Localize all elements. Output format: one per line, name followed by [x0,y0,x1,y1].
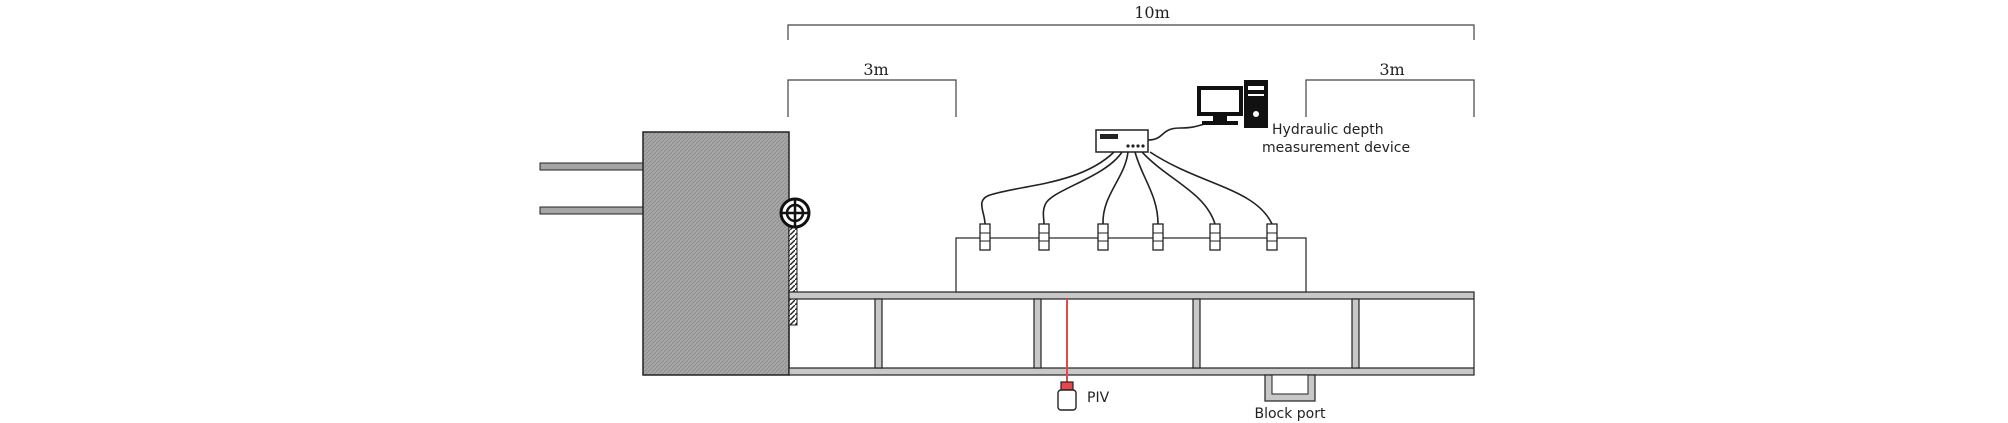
device-label-line1: Hydraulic depth [1272,122,1384,138]
depth-sensors [979,223,1278,251]
dimension-right [1305,79,1475,117]
piv-label: PIV [1087,390,1110,406]
depth-sensor-icon [1209,223,1221,251]
head-tank [642,131,790,376]
depth-sensor-icon [1097,223,1109,251]
data-logger-icon [1095,129,1149,153]
depth-sensor-icon [979,223,991,251]
flume-frame [788,291,1475,376]
depth-sensor-icon [1152,223,1164,251]
valve-icon [779,197,811,229]
dimension-total [787,24,1475,40]
dimension-total-label: 10m [1134,3,1170,22]
depth-sensor-icon [1038,223,1050,251]
sensor-mount-box [955,237,1307,293]
dimension-left [787,79,957,117]
sensor-cables [981,151,1273,225]
dimension-left-label: 3m [863,60,888,79]
piv-camera-icon [1057,381,1077,411]
block-port-label: Block port [1254,406,1326,422]
computer-icon [1197,80,1268,128]
inlet-pipes [539,162,645,215]
dimension-right-label: 3m [1379,60,1404,79]
depth-sensor-icon [1266,223,1278,251]
gate-strip [788,224,798,326]
device-label-line2: measurement device [1262,140,1410,156]
block-port [1264,374,1316,402]
